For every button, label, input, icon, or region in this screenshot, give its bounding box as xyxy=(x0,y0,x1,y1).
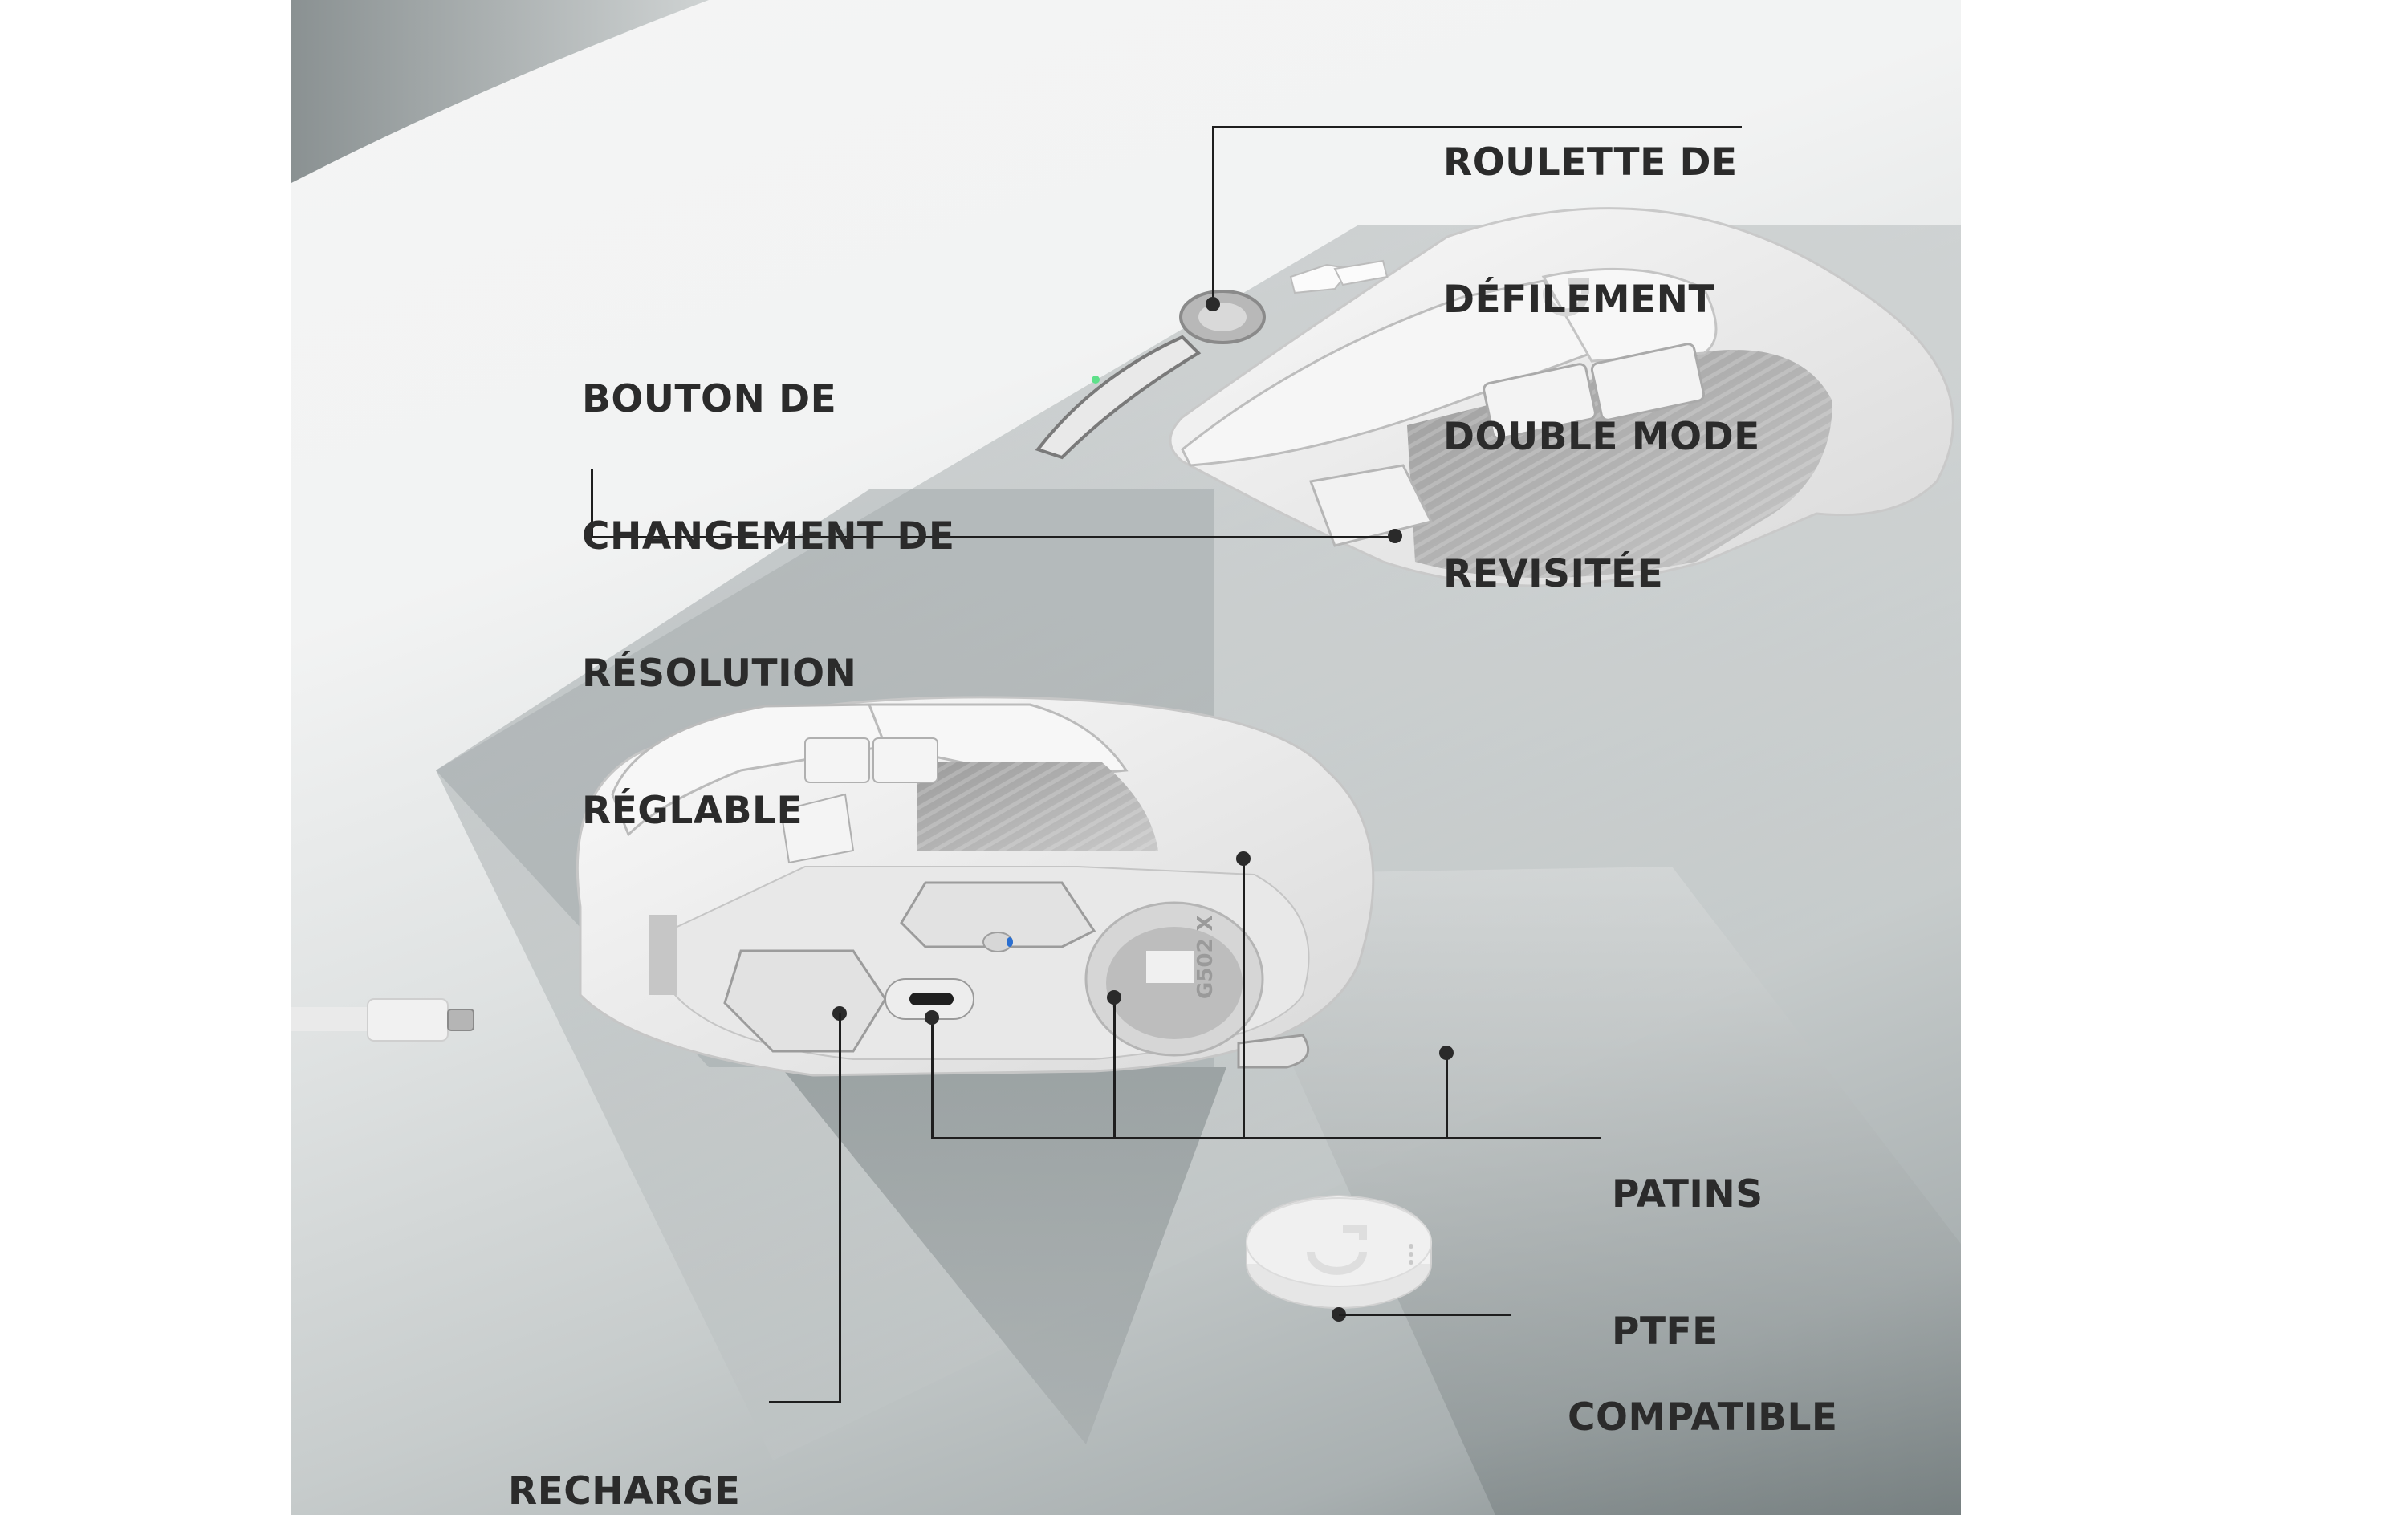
leader-ptfe-horizontal xyxy=(931,1137,1601,1139)
leader-ptfe-v2 xyxy=(1113,997,1116,1138)
leader-dpi-vertical xyxy=(591,469,593,538)
model-label: G502 X xyxy=(1194,915,1218,999)
leader-ptfe-v4 xyxy=(1446,1053,1448,1138)
leader-dpi-horizontal xyxy=(591,536,1393,538)
callout-dpi-shift-button: BOUTON DE CHANGEMENT DE RÉSOLUTION RÉGLA… xyxy=(582,377,955,833)
callout-dot-ptfe-4 xyxy=(1439,1046,1454,1060)
powerplay-puck-icon xyxy=(1246,1194,1432,1309)
mouse-underside-view: G502 X xyxy=(576,696,1375,1077)
callout-ptfe-feet: PATINS PTFE xyxy=(1612,1172,1763,1354)
callout-scroll-wheel: ROULETTE DE DÉFILEMENT DOUBLE MODE REVIS… xyxy=(1443,140,1760,596)
callout-dot-ptfe-1 xyxy=(925,1010,939,1025)
leader-scroll-horizontal xyxy=(1212,126,1742,128)
leader-ptfe-v1 xyxy=(931,1017,934,1138)
leader-ptfe-v3 xyxy=(1243,859,1245,1138)
leader-usb-vertical xyxy=(839,1013,841,1403)
callout-powerplay: COMPATIBLE AVEC POWERPLAY xyxy=(1568,1395,1838,1440)
leader-powerplay-horizontal xyxy=(1339,1314,1511,1316)
callout-dot-dpi-button xyxy=(1388,529,1402,543)
callout-usb-c-charging: RECHARGE USB-C xyxy=(508,1469,741,1513)
infographic-panel: G502 X xyxy=(291,0,1961,1515)
logitech-g-logo-icon xyxy=(1543,278,1589,317)
leader-usb-horizontal xyxy=(769,1401,841,1403)
background-shapes: G502 X xyxy=(291,0,1961,1515)
leader-scroll-vertical xyxy=(1212,126,1214,304)
callout-dot-ptfe-2 xyxy=(1107,990,1121,1005)
mouse-side-view xyxy=(1035,207,1954,587)
callout-dot-scroll-wheel xyxy=(1206,297,1220,311)
usb-c-cable-icon xyxy=(291,998,474,1042)
callout-dot-ptfe-3 xyxy=(1236,851,1251,866)
